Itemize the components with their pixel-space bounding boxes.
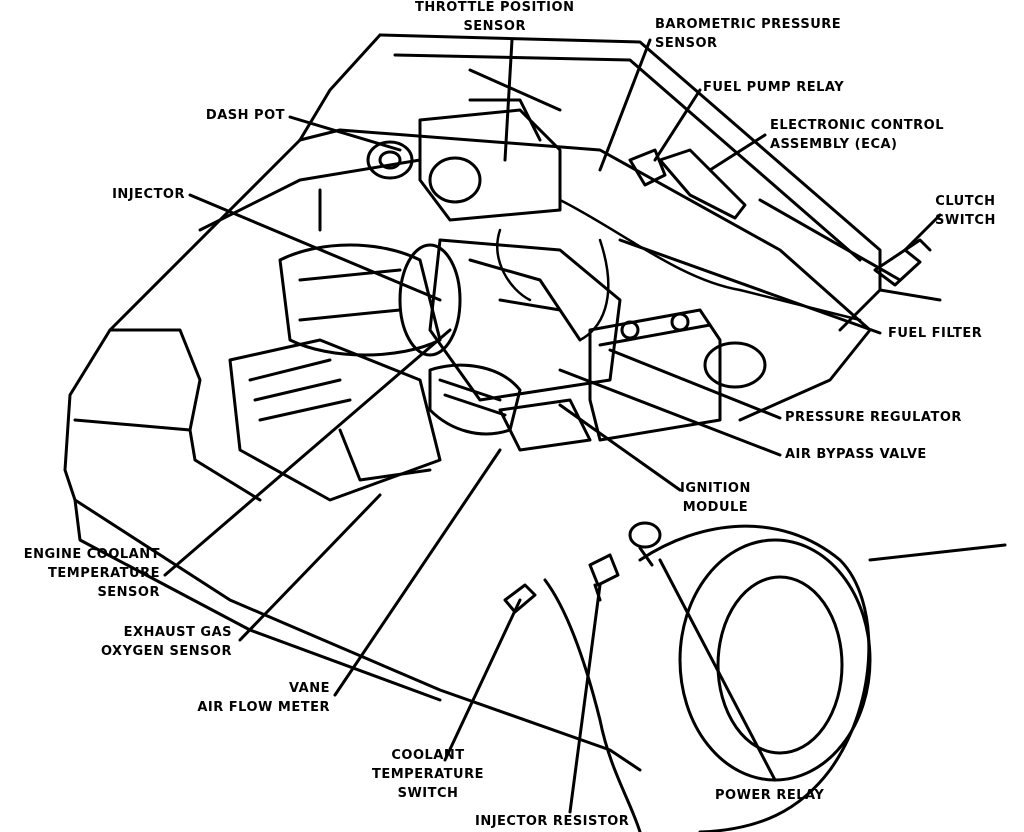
leader-fuel-filter <box>618 238 882 335</box>
leader-dash-pot <box>288 115 402 152</box>
leader-engine-coolant-sensor <box>163 328 452 577</box>
leader-injector-resistor <box>568 583 602 814</box>
leader-injector <box>188 193 442 302</box>
reservoir <box>703 341 767 389</box>
leader-coolant-temperature-switch <box>443 598 522 762</box>
firewall <box>198 128 872 422</box>
label-barometric-pressure-sensor: BAROMETRIC PRESSURE SENSOR <box>655 17 842 51</box>
label-coolant-temperature-switch: COOLANT TEMPERATURE SWITCH <box>372 748 484 801</box>
eca-box <box>628 148 747 220</box>
hood <box>298 33 902 332</box>
leader-air-bypass-valve <box>558 368 782 457</box>
label-engine-coolant-temperature-sensor: ENGINE COOLANT TEMPERATURE SENSOR <box>23 547 160 600</box>
leader-ignition-module <box>558 403 682 492</box>
coolant-switch-part <box>588 553 620 602</box>
label-exhaust-gas-oxygen-sensor: EXHAUST GAS OXYGEN SENSOR <box>100 625 232 659</box>
vane-air-flow-meter-part <box>428 363 592 452</box>
label-pressure-regulator: PRESSURE REGULATOR <box>785 410 962 425</box>
leader-eca <box>708 133 767 172</box>
leader-power-relay <box>658 558 777 782</box>
label-vane-air-flow-meter: VANE AIR FLOW METER <box>197 681 330 715</box>
leader-exhaust-gas-sensor <box>238 493 382 642</box>
leader-pressure-regulator <box>608 348 782 420</box>
battery <box>588 308 722 442</box>
label-power-relay: POWER RELAY <box>715 788 825 803</box>
label-clutch-switch: CLUTCH SWITCH <box>935 194 996 228</box>
throttle-body <box>418 98 562 222</box>
leader-vane-air-flow-meter <box>333 448 502 697</box>
oxygen-sensor-part <box>503 583 537 614</box>
label-electronic-control-assembly: ELECTRONIC CONTROL ASSEMBLY (ECA) <box>770 118 944 152</box>
label-ignition-module: IGNITION MODULE <box>680 481 751 515</box>
label-fuel-filter: FUEL FILTER <box>888 326 983 341</box>
radiator <box>228 338 442 502</box>
label-injector: INJECTOR <box>112 187 185 202</box>
leader-throttle-position-sensor <box>503 38 514 162</box>
leader-clutch-switch <box>903 213 942 252</box>
label-throttle-position-sensor: THROTTLE POSITION SENSOR <box>415 0 575 34</box>
power-relay-part <box>628 521 662 567</box>
leader-fuel-pump-relay <box>653 88 702 162</box>
car-body <box>63 138 1007 772</box>
label-fuel-pump-relay: FUEL PUMP RELAY <box>703 80 845 95</box>
label-dash-pot: DASH POT <box>205 108 285 123</box>
leader-barometric-pressure-sensor <box>598 38 652 172</box>
dash-pot-part <box>366 140 414 180</box>
engine-block <box>428 238 622 402</box>
clutch-switch-part <box>873 238 932 287</box>
label-air-bypass-valve: AIR BYPASS VALVE <box>785 447 927 462</box>
fuel-lines <box>496 198 862 342</box>
label-injector-resistor: INJECTOR RESISTOR <box>475 814 630 829</box>
leader-lines <box>163 38 942 814</box>
